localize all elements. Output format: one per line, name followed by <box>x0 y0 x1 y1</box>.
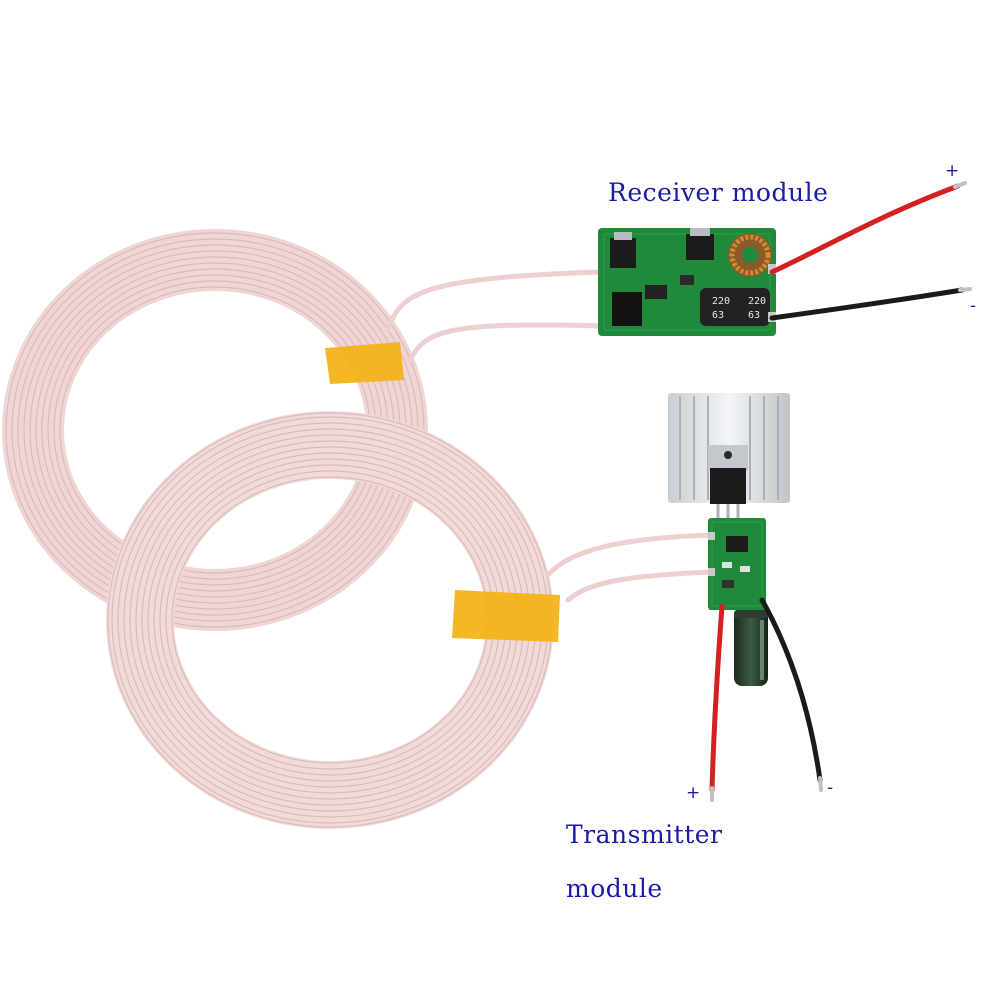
transmitter-module-label-line-2: module <box>566 874 663 903</box>
transmitter-capacitor <box>734 610 768 686</box>
transmitter-module-label-line-1: Transmitter <box>566 820 723 849</box>
receiver-capacitor-text-2: 63 <box>712 310 724 321</box>
transmitter-module-board <box>708 518 766 610</box>
transmitter-plus-label: + <box>686 783 701 803</box>
receiver-plus-label: + <box>945 161 960 181</box>
receiver-capacitor-text-4: 63 <box>748 310 760 321</box>
transmitter-coil-tape <box>452 590 560 642</box>
receiver-capacitor-text-1: 220 <box>712 296 730 307</box>
transmitter-coil-leads <box>545 532 715 603</box>
receiver-module-board: 220 63 220 63 <box>598 228 776 336</box>
receiver-output-wires <box>769 181 972 321</box>
receiver-coil-tape <box>325 342 404 384</box>
transmitter-minus-label: - <box>827 778 834 798</box>
transmitter-heatsink <box>668 393 790 524</box>
receiver-capacitor-text-3: 220 <box>748 296 766 307</box>
transmitter-input-wires <box>709 597 823 802</box>
receiver-minus-label: - <box>970 296 977 316</box>
transmitter-coil <box>106 411 560 829</box>
receiver-coil-leads <box>385 269 603 363</box>
receiver-module-label: Receiver module <box>608 178 829 207</box>
